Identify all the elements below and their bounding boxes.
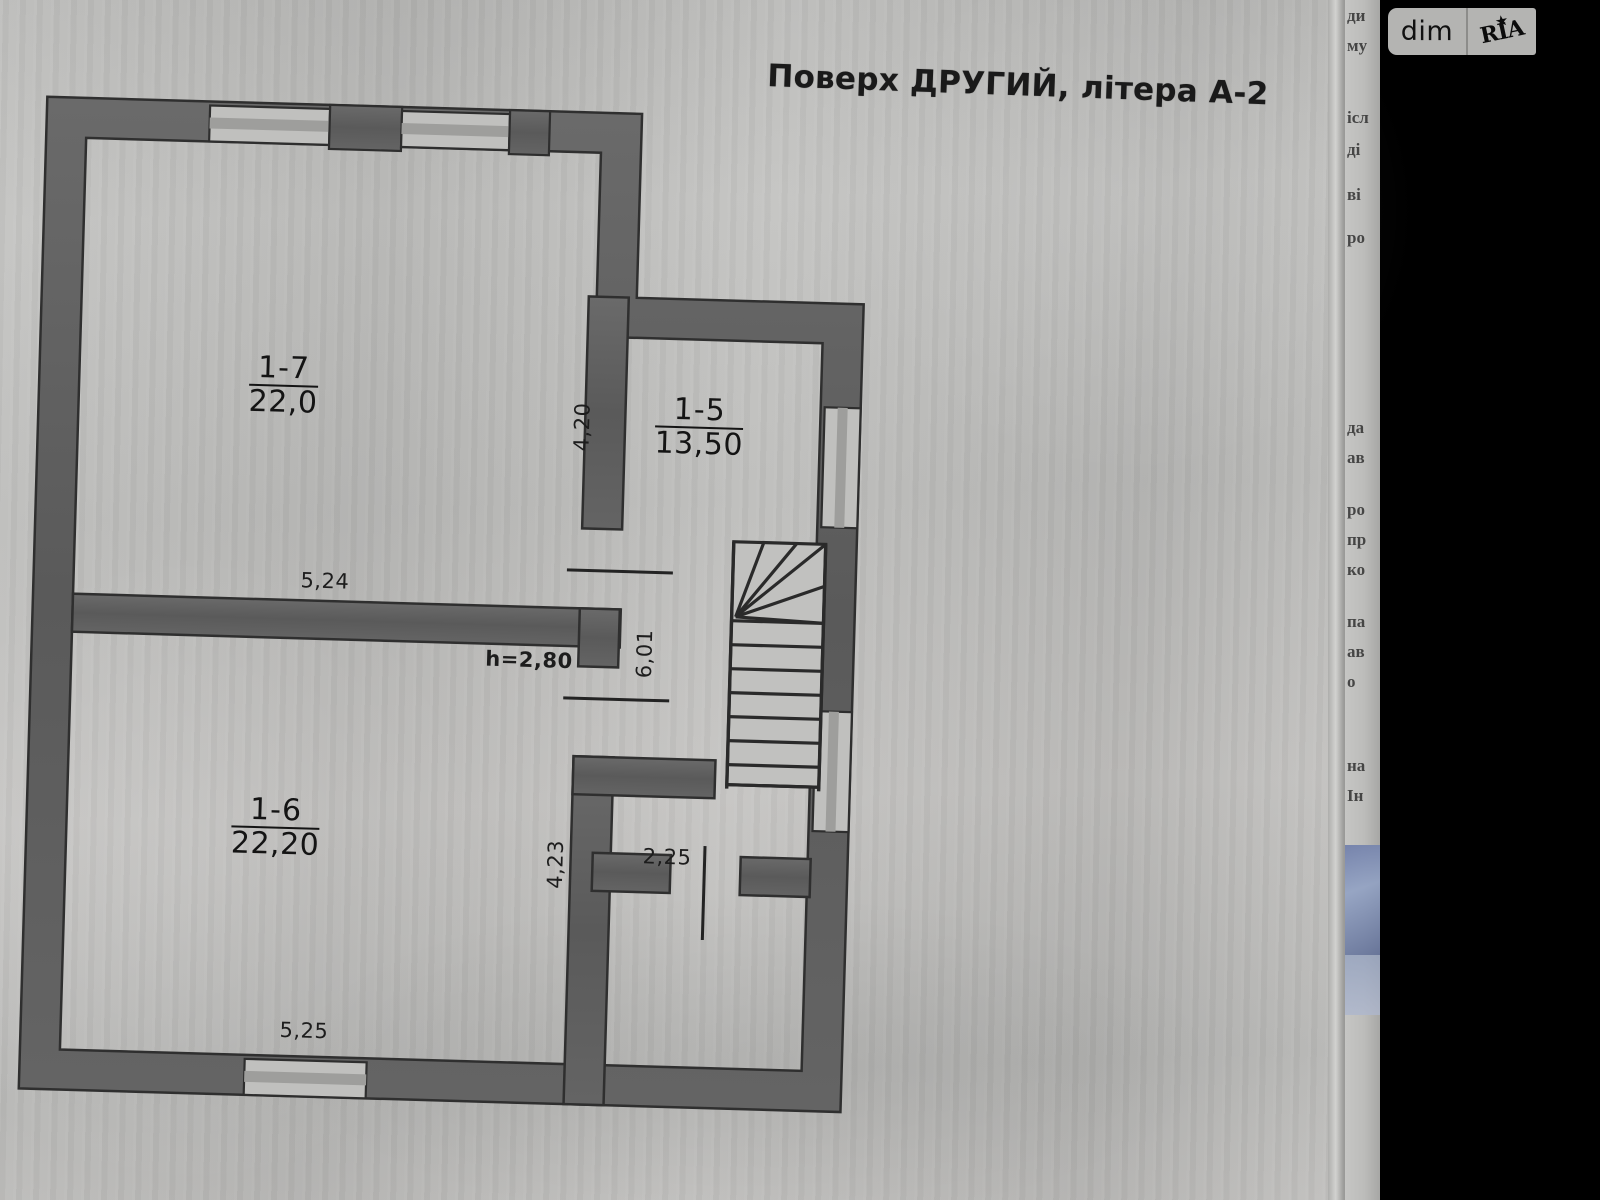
adjacent-text-fragment: да — [1347, 418, 1365, 437]
dimension-2-25: 2,25 — [642, 844, 692, 870]
adjacent-text-fragment: ді — [1347, 140, 1361, 159]
partition-upper-vertical — [580, 295, 631, 531]
dimension-6-01: 6,01 — [631, 629, 658, 679]
dimension-4-20: 4,20 — [569, 402, 595, 452]
exterior-walls — [17, 95, 865, 1114]
room-area-value: 13,50 — [654, 425, 744, 463]
adjacent-text-fragment: на — [1347, 756, 1366, 775]
watermark-ria-block: ★ RIA — [1468, 8, 1536, 55]
partition-lower-vertical — [562, 754, 615, 1107]
room-number: 1-7 — [257, 349, 311, 387]
adjacent-text-fragment: па — [1347, 612, 1366, 631]
watermark-ria-label: RIA — [1477, 14, 1527, 49]
adjacent-text-fragment: о — [1347, 672, 1356, 691]
room-number: 1-6 — [249, 791, 303, 829]
dim-tick-lower — [563, 696, 670, 703]
room-label-1-5: 1-5 13,50 — [654, 391, 744, 463]
wall-pier-top — [327, 103, 404, 153]
adjacent-text-fragment: пр — [1347, 530, 1367, 549]
dim-tick-upper — [566, 568, 673, 575]
adjacent-text-fragment: ро — [1347, 228, 1365, 247]
stair-outline-upper — [725, 540, 828, 789]
floor-plan-drawing: 1-7 22,0 1-5 13,50 1-6 22,20 4,20 5,24 6… — [17, 95, 865, 1114]
partition-horizontal-middle — [70, 592, 623, 649]
ceiling-height-label: h=2,80 — [484, 646, 574, 674]
adjacent-text-fragment: ро — [1347, 500, 1365, 519]
room-label-1-7: 1-7 22,0 — [248, 349, 319, 421]
openings — [207, 103, 862, 1100]
adjacent-page-blue-mark — [1345, 845, 1380, 955]
adjacent-text-fragment: Ін — [1347, 786, 1364, 805]
dim-leader-225 — [700, 845, 707, 941]
page-edge — [1328, 0, 1350, 1200]
partition-lower-arm-top — [571, 754, 717, 800]
dimension-4-23: 4,23 — [542, 839, 569, 890]
dimension-5-24: 5,24 — [300, 568, 350, 594]
adjacent-page-sliver: ди му ісл ді ві ро да ав ро пр ко па ав … — [1345, 0, 1380, 1200]
room-area-value: 22,0 — [248, 383, 318, 421]
staircase — [724, 540, 828, 792]
floor-plan-svg — [17, 95, 865, 1114]
dimension-lines — [563, 568, 707, 941]
stair-hall-stub — [738, 855, 812, 899]
adjacent-text-fragment: му — [1347, 36, 1368, 55]
room-area-value: 22,20 — [230, 824, 320, 863]
watermark-dim-label: dim — [1400, 16, 1454, 47]
interior-walls — [70, 295, 812, 1107]
stair-straight-treads — [726, 619, 824, 789]
adjacent-text-fragment: ко — [1347, 560, 1366, 579]
scanned-paper-background — [0, 0, 1345, 1200]
adjacent-text-fragment: ісл — [1347, 108, 1369, 127]
adjacent-text-fragment: ди — [1347, 6, 1366, 25]
wall-pier-top-end — [507, 108, 552, 157]
partition-middle-nub — [576, 607, 622, 669]
partition-lower-arm-bottom — [590, 851, 673, 895]
adjacent-page-blue-mark-secondary — [1345, 955, 1380, 1015]
watermark-divider — [1466, 8, 1468, 55]
adjacent-text-fragment: ав — [1347, 642, 1365, 661]
dim-ria-watermark: dim ★ RIA — [1388, 8, 1536, 55]
room-label-1-6: 1-6 22,20 — [230, 791, 320, 863]
outer-wall-band — [17, 95, 865, 1114]
adjacent-text-fragment: ві — [1347, 185, 1361, 204]
adjacent-text-fragment: ав — [1347, 448, 1365, 467]
dimension-5-25: 5,25 — [279, 1017, 329, 1044]
room-number: 1-5 — [673, 391, 727, 429]
